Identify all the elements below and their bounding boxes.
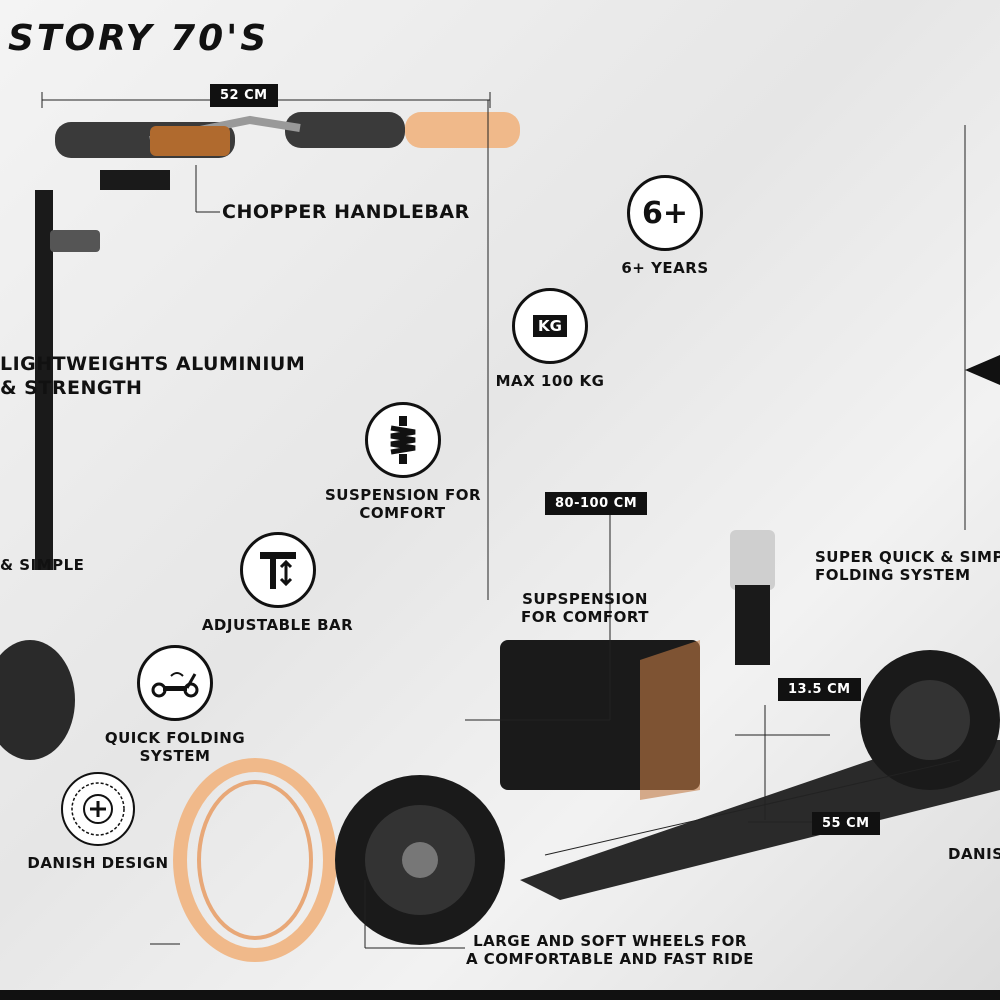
feature-danish-design-label: DANISH DESIGN: [27, 854, 169, 872]
height-dimension-tag: 80-100 CM: [545, 492, 648, 515]
folding-callout: SUPER QUICK & SIMPLE FOLDING SYSTEM: [815, 548, 1000, 584]
deck-length-dimension-tag: 55 CM: [812, 812, 880, 835]
max-weight-icon: KG: [512, 288, 588, 364]
feature-age: 6+ 6+ YEARS: [590, 175, 740, 277]
feature-adjustable-bar-label: ADJUSTABLE BAR: [201, 616, 354, 634]
feature-quick-folding-label-line1: QUICK FOLDING: [104, 729, 246, 747]
feature-age-label: 6+ YEARS: [621, 259, 709, 277]
feature-danish-design: DANISH DESIGN: [18, 772, 178, 872]
quick-folding-icon: [137, 645, 213, 721]
footer-bar: [0, 990, 1000, 1000]
feature-suspension: SUSPENSION FOR COMFORT: [325, 402, 482, 522]
feature-max-weight-label: MAX 100 KG: [495, 372, 605, 390]
wheels-callout-line2: A COMFORTABLE AND FAST RIDE: [465, 950, 755, 968]
width-dimension-tag: 52 CM: [210, 84, 278, 107]
suspension-callout-line2: FOR COMFORT: [520, 608, 650, 626]
feature-suspension-label-line2: COMFORT: [359, 504, 446, 522]
suspension-icon: [364, 402, 441, 478]
feature-quick-folding-label: QUICK FOLDING SYSTEM: [95, 729, 255, 765]
aluminium-callout: LIGHTWEIGHTS ALUMINIUM & STRENGTH: [0, 352, 305, 400]
handlebar-callout: CHOPPER HANDLEBAR: [222, 201, 470, 223]
feature-quick-folding-label-line2: SYSTEM: [139, 747, 211, 765]
feature-adjustable-bar: ADJUSTABLE BAR: [200, 532, 355, 634]
feature-suspension-label: SUSPENSION FOR COMFORT: [325, 486, 482, 522]
deck-height-dimension-tag: 13.5 CM: [778, 678, 861, 701]
feature-suspension-label-line1: SUSPENSION FOR: [325, 486, 482, 504]
adjustable-bar-icon: [239, 532, 316, 608]
deck-graphic: [335, 530, 1000, 945]
simple-partial-callout: & SIMPLE: [0, 556, 85, 574]
danish-design-seal-icon: [61, 772, 135, 846]
aluminium-callout-line2: & STRENGTH: [0, 377, 143, 399]
wheels-callout-line1: LARGE AND SOFT WHEELS FOR: [473, 932, 747, 950]
feature-quick-folding: QUICK FOLDING SYSTEM: [95, 645, 255, 765]
folding-callout-line2: FOLDING SYSTEM: [815, 566, 971, 584]
front-wheel-graphic: [0, 640, 337, 962]
page-title: STORY 70'S: [8, 18, 270, 59]
folding-callout-line1: SUPER QUICK & SIMPLE: [815, 548, 1000, 566]
danish-partial-callout: DANISH: [948, 845, 1000, 863]
suspension-callout-line1: SUPSPENSION: [522, 590, 648, 608]
aluminium-callout-line1: LIGHTWEIGHTS ALUMINIUM: [0, 353, 306, 375]
handlebar-graphic: [55, 112, 520, 190]
suspension-callout: SUPSPENSION FOR COMFORT: [500, 590, 670, 626]
age-6-plus-icon: 6+: [627, 175, 703, 251]
feature-max-weight: KG MAX 100 KG: [470, 288, 630, 390]
wheels-callout: LARGE AND SOFT WHEELS FOR A COMFORTABLE …: [450, 932, 770, 968]
